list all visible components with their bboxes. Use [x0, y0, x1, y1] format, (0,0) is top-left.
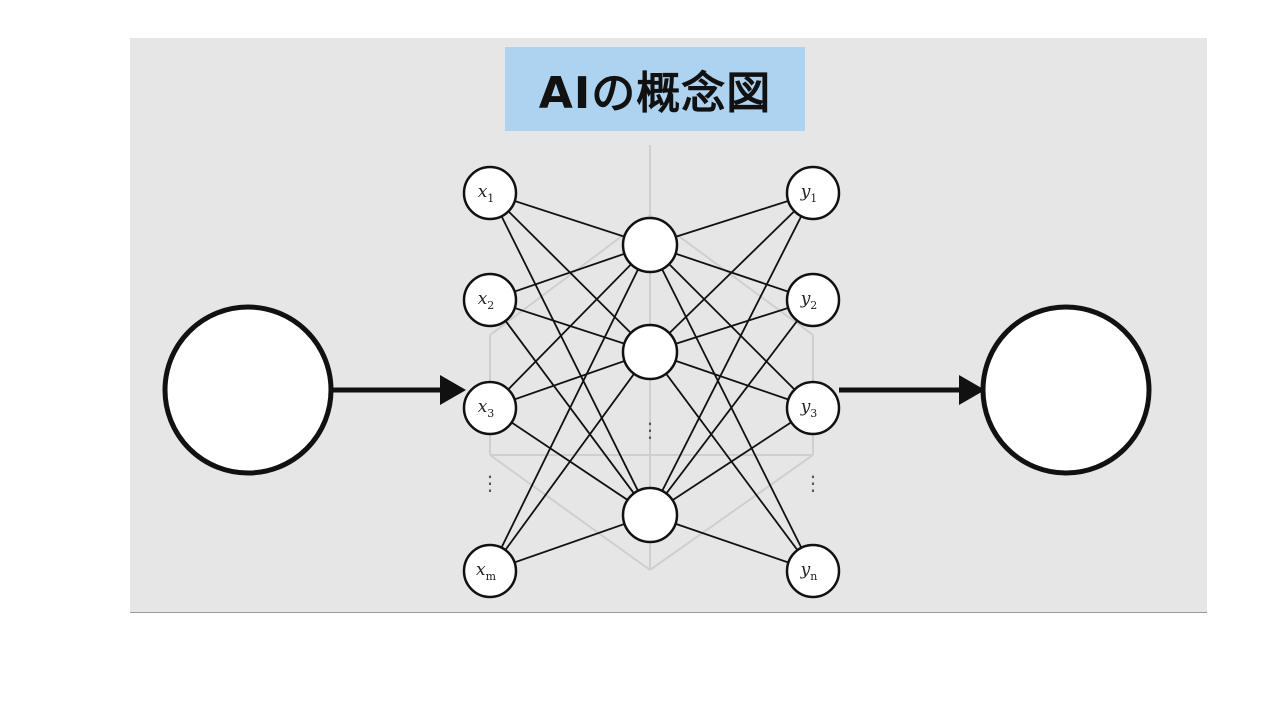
edge-hidden-output: [649, 351, 814, 409]
title-box: AIの概念図: [505, 47, 805, 131]
input-entity-circle: [162, 304, 334, 476]
edge-input-hidden: [489, 244, 651, 409]
hidden-node-3: [621, 486, 679, 544]
edge-hidden-output: [649, 192, 814, 246]
input-node-3: [462, 380, 518, 436]
output-node-2: [785, 272, 841, 328]
edge-input-hidden: [489, 351, 651, 409]
output-node-subscript: n: [810, 570, 817, 583]
edge-hidden-output: [649, 514, 814, 572]
input-node-2: [462, 272, 518, 328]
output-node-subscript: 1: [810, 192, 817, 205]
output-node-3: [785, 380, 841, 436]
edge-input-hidden: [489, 192, 651, 516]
ghost-line: [649, 214, 814, 336]
output-node-subscript: 3: [810, 407, 817, 420]
vertical-ellipsis: ⋮: [480, 471, 500, 495]
input-node-subscript: 2: [487, 299, 494, 312]
ghost-line: [649, 454, 814, 571]
diagram-title: AIの概念図: [538, 68, 772, 119]
edge-hidden-output: [649, 192, 814, 353]
hidden-node-2: [621, 323, 679, 381]
input-node-subscript: m: [486, 570, 497, 583]
edge-input-hidden: [489, 351, 651, 572]
input-node-4: [462, 543, 518, 599]
input-node-subscript: 1: [487, 192, 494, 205]
edge-input-hidden: [489, 514, 651, 572]
ghost-line: [489, 214, 651, 336]
input-arrowhead: [440, 375, 466, 405]
edge-input-hidden: [489, 244, 651, 572]
ghost-line: [489, 454, 651, 571]
output-arrowhead: [959, 375, 985, 405]
network-edges: [489, 192, 814, 572]
output-entity-circle: [980, 304, 1152, 476]
input-node-1: [462, 165, 518, 221]
flow-arrows: [331, 375, 985, 405]
hidden-node-1: [621, 216, 679, 274]
input-node-subscript: 3: [487, 407, 494, 420]
output-node-4: [785, 543, 841, 599]
edge-hidden-output: [649, 407, 814, 516]
output-node-1: [785, 165, 841, 221]
edge-hidden-output: [649, 299, 814, 353]
output-node-subscript: 2: [810, 299, 817, 312]
vertical-ellipsis: ⋮: [640, 418, 660, 442]
vertical-ellipsis: ⋮: [803, 471, 823, 495]
edge-hidden-output: [649, 299, 814, 516]
edge-hidden-output: [649, 192, 814, 516]
